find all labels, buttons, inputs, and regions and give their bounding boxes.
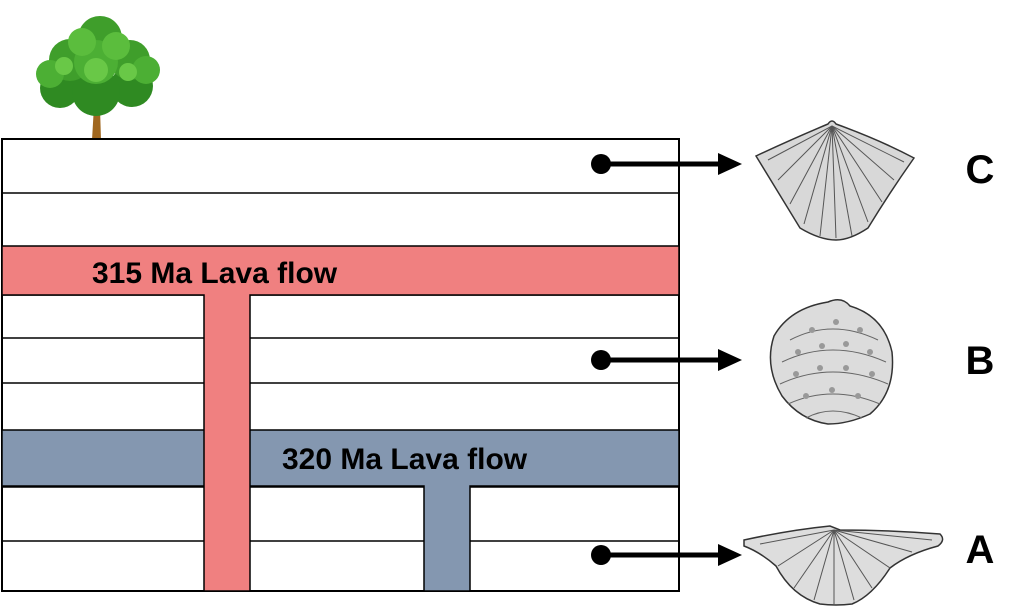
lava-flow-315 <box>1 245 680 592</box>
fossil-label-c: C <box>966 148 995 192</box>
brachiopod-a-icon <box>743 525 944 606</box>
tree-icon <box>36 16 160 140</box>
fossil-label-b: B <box>966 339 995 383</box>
brachiopod-c-icon <box>754 120 916 241</box>
fossil-label-a: A <box>966 528 995 572</box>
arrow-a <box>591 544 742 566</box>
arrow-b <box>591 349 742 371</box>
lava-flow-320-label: 320 Ma Lava flow <box>282 443 528 476</box>
arrow-c <box>591 153 742 175</box>
strata-block <box>1 138 680 592</box>
lava-flow-320 <box>1 429 680 592</box>
lava-flow-315-label: 315 Ma Lava flow <box>92 257 338 290</box>
brachiopod-b-icon <box>769 299 894 425</box>
